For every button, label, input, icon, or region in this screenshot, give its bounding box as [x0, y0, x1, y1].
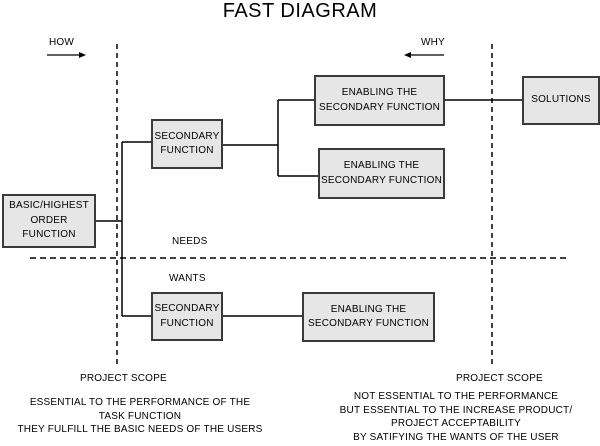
- enabling-function-1-label: ENABLING THE SECONDARY FUNCTION: [318, 87, 441, 113]
- secondary-function-bottom-label: SECONDARY FUNCTION: [154, 303, 220, 329]
- basic-function-box: BASIC/HIGHEST ORDER FUNCTION: [2, 194, 96, 248]
- project-scope-right: PROJECT SCOPE: [456, 373, 543, 384]
- solutions-label: SOLUTIONS: [531, 94, 591, 106]
- needs-label: NEEDS: [172, 236, 208, 247]
- basic-function-label: BASIC/HIGHEST ORDER FUNCTION: [9, 200, 89, 241]
- enabling-function-2-label: ENABLING THE SECONDARY FUNCTION: [320, 160, 443, 186]
- how-arrow-icon: [47, 52, 86, 58]
- enabling-function-box-2: ENABLING THE SECONDARY FUNCTION: [318, 148, 445, 199]
- how-label: HOW: [49, 37, 75, 48]
- enabling-function-box-1: ENABLING THE SECONDARY FUNCTION: [314, 75, 445, 126]
- secondary-function-top-label: SECONDARY FUNCTION: [154, 130, 220, 157]
- enabling-function-3-label: ENABLING THE SECONDARY FUNCTION: [307, 303, 430, 330]
- solutions-box: SOLUTIONS: [522, 76, 600, 125]
- project-scope-left: PROJECT SCOPE: [80, 373, 167, 384]
- enabling-function-box-3: ENABLING THE SECONDARY FUNCTION: [302, 292, 435, 342]
- why-label: WHY: [421, 37, 445, 48]
- note-left: ESSENTIAL TO THE PERFORMANCE OF THE TASK…: [17, 397, 263, 435]
- secondary-function-box-top: SECONDARY FUNCTION: [151, 119, 223, 169]
- note-right: NOT ESSENTIAL TO THE PERFORMANCE BUT ESS…: [339, 391, 573, 443]
- why-arrow-icon: [404, 52, 444, 58]
- secondary-function-box-bottom: SECONDARY FUNCTION: [151, 292, 223, 341]
- diagram-title: FAST DIAGRAM: [222, 0, 378, 22]
- wants-label: WANTS: [169, 273, 206, 284]
